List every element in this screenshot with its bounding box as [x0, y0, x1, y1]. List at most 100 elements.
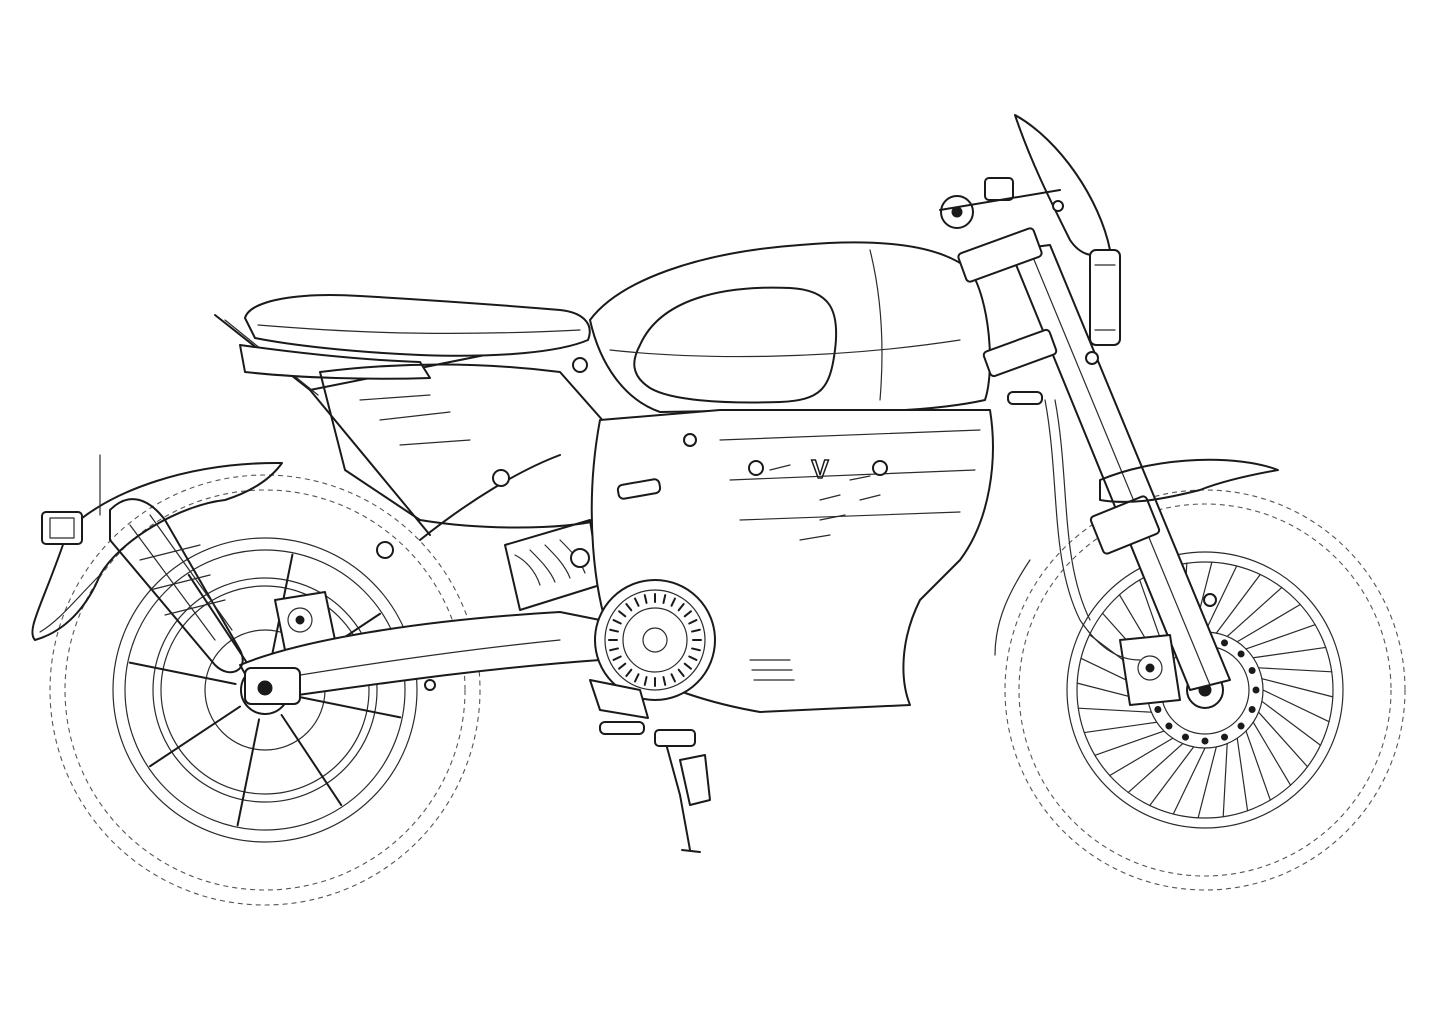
rear-brake-caliper [274, 591, 336, 651]
footpeg [589, 679, 649, 735]
motor-vent [677, 668, 685, 677]
kickstand [654, 729, 711, 853]
front-spoke [1083, 721, 1158, 734]
rear-shock [504, 519, 601, 611]
disc-hole [1154, 706, 1162, 714]
fasteners [376, 200, 1217, 691]
front-spoke [1257, 667, 1333, 673]
disc-hole [1237, 650, 1245, 658]
motor-vent [643, 676, 648, 686]
disc-hole [1181, 733, 1189, 741]
motor-vent [670, 673, 676, 683]
swingarm [239, 611, 601, 705]
rear-sprocket-inner [160, 585, 370, 795]
rear-rim-inner [124, 549, 406, 831]
disc-hole [1248, 666, 1256, 674]
handlebar-controls [939, 177, 1061, 229]
front-spoke [1222, 742, 1228, 818]
front-spoke [1197, 746, 1217, 819]
motor-vent [625, 668, 633, 677]
front-spoke [1077, 707, 1153, 713]
headlight [1089, 249, 1121, 346]
disc-hole [1252, 686, 1260, 694]
seat [239, 293, 591, 380]
rear-fender [31, 461, 283, 641]
front-spoke [1226, 586, 1283, 638]
front-tire-outer [1004, 489, 1406, 891]
motor-vent [634, 673, 640, 683]
motor-vent [618, 610, 627, 618]
lower-clamp [982, 328, 1058, 378]
disc-hole [1221, 733, 1229, 741]
front-spoke [1261, 678, 1334, 698]
motor-vent [634, 597, 640, 607]
front-spoke [1127, 742, 1184, 794]
fuel-tank [589, 241, 991, 413]
disc-hole [1248, 706, 1256, 714]
motor-vent [688, 655, 698, 661]
front-spoke [1215, 573, 1261, 634]
brake-line [1044, 399, 1141, 661]
rear-spoke [187, 573, 250, 666]
rear-spoke [293, 694, 402, 719]
front-spoke [1252, 646, 1327, 659]
front-fork [957, 227, 1231, 691]
front-rim-inner [1076, 561, 1334, 819]
rear-rim-outer [112, 537, 418, 843]
motor-vent [688, 619, 698, 625]
rear-tire-outer [49, 474, 481, 906]
motor-vent [683, 662, 692, 670]
front-spoke [1262, 689, 1330, 723]
turn-signal-rear [616, 478, 662, 500]
motor-vent [691, 628, 701, 633]
fork-seal [1089, 495, 1161, 555]
rear-sprocket [152, 577, 378, 803]
front-spoke [1245, 730, 1271, 801]
tank-knee-recess [633, 286, 838, 404]
front-wheel [1004, 489, 1406, 891]
motor-vent [612, 619, 622, 625]
front-spoke [1236, 737, 1249, 812]
rear-bracket [109, 498, 244, 674]
rear-spoke [128, 661, 237, 686]
front-spoke [1094, 730, 1165, 756]
disc-hole [1237, 722, 1245, 730]
front-spoke [1172, 747, 1206, 815]
motor-vent [691, 647, 701, 652]
motor-vent [670, 597, 676, 607]
front-spoke [1257, 711, 1309, 768]
tank-logo: V [811, 454, 829, 484]
front-spoke [1261, 700, 1322, 746]
motor-vent [662, 594, 667, 604]
motor-vent [609, 647, 619, 652]
tail-light [41, 454, 101, 545]
rear-spoke [280, 714, 343, 807]
rear-spoke [236, 718, 261, 827]
front-spoke [1252, 721, 1292, 786]
electric-motor [594, 579, 795, 701]
motor-vent [683, 610, 692, 618]
top-clamp [957, 227, 1043, 283]
clutch-line [1054, 399, 1091, 621]
chain-adjuster [244, 667, 301, 705]
front-rim-outer [1066, 551, 1344, 829]
front-spoke [1109, 737, 1174, 777]
motor-vent [677, 603, 685, 612]
motor-vents [608, 593, 702, 687]
motor-vent [612, 655, 622, 661]
motor-vent [609, 628, 619, 633]
brake-reservoir [984, 177, 1014, 201]
motor-vent [662, 676, 667, 686]
turn-signal-front [1007, 391, 1043, 405]
front-brake-caliper [1119, 634, 1181, 706]
front-tire-inner [1018, 503, 1392, 877]
front-spoke [1204, 565, 1238, 633]
rear-spoke [148, 705, 241, 768]
motor-vent [625, 603, 633, 612]
front-spoke [1149, 746, 1195, 807]
front-spoke [1245, 624, 1316, 650]
front-fender [994, 458, 1279, 656]
disc-hole [1221, 639, 1229, 647]
